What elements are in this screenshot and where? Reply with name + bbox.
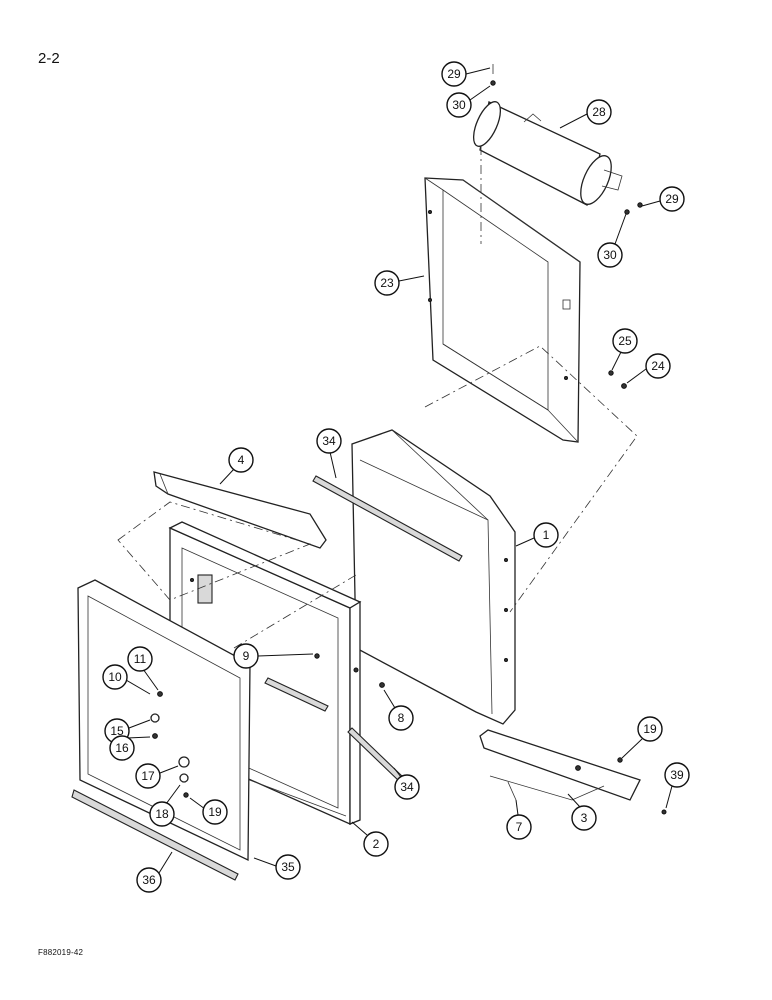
callout-16: 16 [109, 735, 151, 761]
svg-text:19: 19 [208, 805, 222, 819]
callout-24: 24 [626, 353, 671, 384]
svg-text:7: 7 [516, 820, 523, 834]
svg-text:15: 15 [110, 724, 124, 738]
callout-19-left: 19 [189, 797, 228, 825]
svg-text:18: 18 [155, 807, 169, 821]
svg-text:30: 30 [452, 98, 466, 112]
callout-34-bottom: 34 [393, 767, 420, 800]
fan-shroud-part [424, 177, 627, 443]
svg-text:19: 19 [643, 722, 657, 736]
callout-3: 3 [567, 793, 597, 831]
callout-19-right: 19 [621, 716, 663, 759]
svg-text:35: 35 [281, 860, 295, 874]
callout-7: 7 [506, 799, 532, 840]
svg-text:9: 9 [243, 649, 250, 663]
svg-text:17: 17 [141, 769, 155, 783]
callout-18: 18 [149, 784, 181, 827]
callout-34-top: 34 [316, 428, 342, 479]
lower-bracket-part [479, 729, 667, 815]
svg-text:29: 29 [665, 192, 679, 206]
callout-1: 1 [515, 522, 559, 548]
svg-text:4: 4 [238, 453, 245, 467]
callout-29-right: 29 [641, 186, 685, 212]
callout-17: 17 [135, 763, 179, 789]
page-number: 2-2 [38, 50, 60, 67]
callout-36: 36 [136, 851, 173, 893]
svg-text:16: 16 [115, 741, 129, 755]
svg-text:1: 1 [543, 528, 550, 542]
svg-text:23: 23 [380, 276, 394, 290]
callout-2: 2 [351, 821, 389, 857]
callout-30-right: 30 [597, 213, 627, 268]
svg-text:2: 2 [373, 837, 380, 851]
upper-bracket-part [153, 471, 327, 549]
callout-9: 9 [233, 643, 314, 669]
seal-strip-36-part [71, 789, 239, 881]
figure-code: F882019-42 [38, 948, 84, 957]
callout-23: 23 [374, 270, 425, 296]
alignment-lines [117, 146, 638, 801]
svg-text:10: 10 [108, 670, 122, 684]
reservoir-tank-part [472, 101, 623, 206]
callout-29-top: 29 [441, 61, 491, 87]
callout-4: 4 [219, 447, 254, 485]
callout-11: 11 [127, 646, 159, 691]
svg-text:28: 28 [592, 105, 606, 119]
callout-30-top: 30 [446, 85, 491, 118]
svg-text:25: 25 [618, 334, 632, 348]
svg-text:34: 34 [322, 434, 336, 448]
callout-28: 28 [559, 99, 612, 129]
hardware-fasteners [150, 653, 385, 798]
svg-text:8: 8 [398, 711, 405, 725]
gasket-35-part [77, 579, 251, 862]
svg-text:36: 36 [142, 873, 156, 887]
svg-text:3: 3 [581, 811, 588, 825]
callout-8: 8 [383, 689, 414, 731]
svg-text:29: 29 [447, 67, 461, 81]
svg-text:34: 34 [400, 780, 414, 794]
callout-25: 25 [611, 328, 638, 371]
tank-fasteners [490, 64, 643, 215]
seal-strip-34-upper [312, 475, 463, 562]
svg-text:30: 30 [603, 248, 617, 262]
callout-39: 39 [664, 762, 690, 809]
seal-strip-34-lower [264, 677, 405, 783]
radiator-core-part [351, 429, 516, 725]
svg-text:39: 39 [670, 768, 684, 782]
svg-text:24: 24 [651, 359, 665, 373]
callout-10: 10 [102, 664, 151, 695]
svg-text:11: 11 [134, 652, 147, 666]
callout-35: 35 [253, 854, 301, 880]
